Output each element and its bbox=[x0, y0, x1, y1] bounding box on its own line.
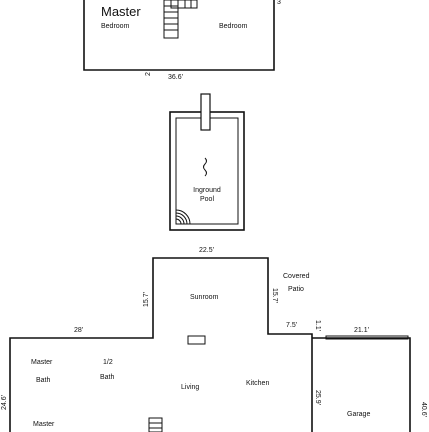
pool-inner bbox=[175, 117, 239, 225]
garage-width-dim: 21.1' bbox=[354, 327, 369, 334]
master-bath-label-2: Bath bbox=[36, 377, 51, 384]
patio-step-vertical-dim: 1.1' bbox=[314, 320, 321, 331]
sunroom-right-dim: 15.7' bbox=[271, 288, 278, 303]
garage-label: Garage bbox=[347, 411, 370, 418]
pool-drain-icon bbox=[203, 157, 207, 177]
upper-left-dim: 2 bbox=[145, 72, 152, 76]
living-label: Living bbox=[181, 384, 199, 391]
garage-door bbox=[325, 335, 409, 340]
sunroom-left-dim: 15.7' bbox=[143, 292, 150, 307]
covered-patio-label-2: Patio bbox=[288, 286, 304, 293]
left-width-dim: 28' bbox=[74, 327, 83, 334]
pool-steps-icon bbox=[175, 209, 191, 225]
upper-floor: Master Bedroom Bedroom 36.6' 2 3 bbox=[83, 0, 281, 81]
upper-stairs-icon bbox=[163, 0, 198, 39]
right-depth-dim: 40.6' bbox=[420, 402, 427, 417]
diving-board-icon bbox=[200, 93, 211, 131]
patio-step-dim: 7.5' bbox=[286, 322, 297, 329]
main-floor-walls bbox=[9, 257, 313, 432]
upper-master-sub: Bedroom bbox=[101, 23, 130, 30]
pool: Inground Pool bbox=[169, 93, 245, 231]
upper-bedroom-label: Bedroom bbox=[219, 23, 248, 30]
lower-stairs-icon bbox=[148, 417, 163, 432]
kitchen-depth-dim: 25.9' bbox=[314, 390, 321, 405]
garage-walls bbox=[312, 337, 411, 432]
lower-master-label: Master bbox=[33, 421, 55, 428]
upper-right-dim: 3 bbox=[277, 0, 281, 6]
upper-master-title: Master bbox=[101, 4, 141, 19]
sunroom-label: Sunroom bbox=[190, 294, 219, 301]
kitchen-label: Kitchen bbox=[246, 380, 269, 387]
half-bath-label-1: 1/2 bbox=[103, 359, 113, 366]
fireplace-icon bbox=[187, 335, 206, 345]
covered-patio-label-1: Covered bbox=[283, 273, 310, 280]
left-depth-dim: 24.6' bbox=[1, 395, 8, 410]
half-bath-label-2: Bath bbox=[100, 374, 115, 381]
upper-floor-walls bbox=[83, 0, 275, 71]
main-floor: 22.5' 15.7' 15.7' Sunroom Covered Patio … bbox=[1, 247, 427, 432]
upper-width-dim: 36.6' bbox=[168, 74, 183, 81]
master-bath-label-1: Master bbox=[31, 359, 53, 366]
sunroom-width-dim: 22.5' bbox=[199, 247, 214, 254]
pool-label-2: Pool bbox=[200, 196, 214, 203]
pool-label-1: Inground bbox=[193, 187, 221, 194]
